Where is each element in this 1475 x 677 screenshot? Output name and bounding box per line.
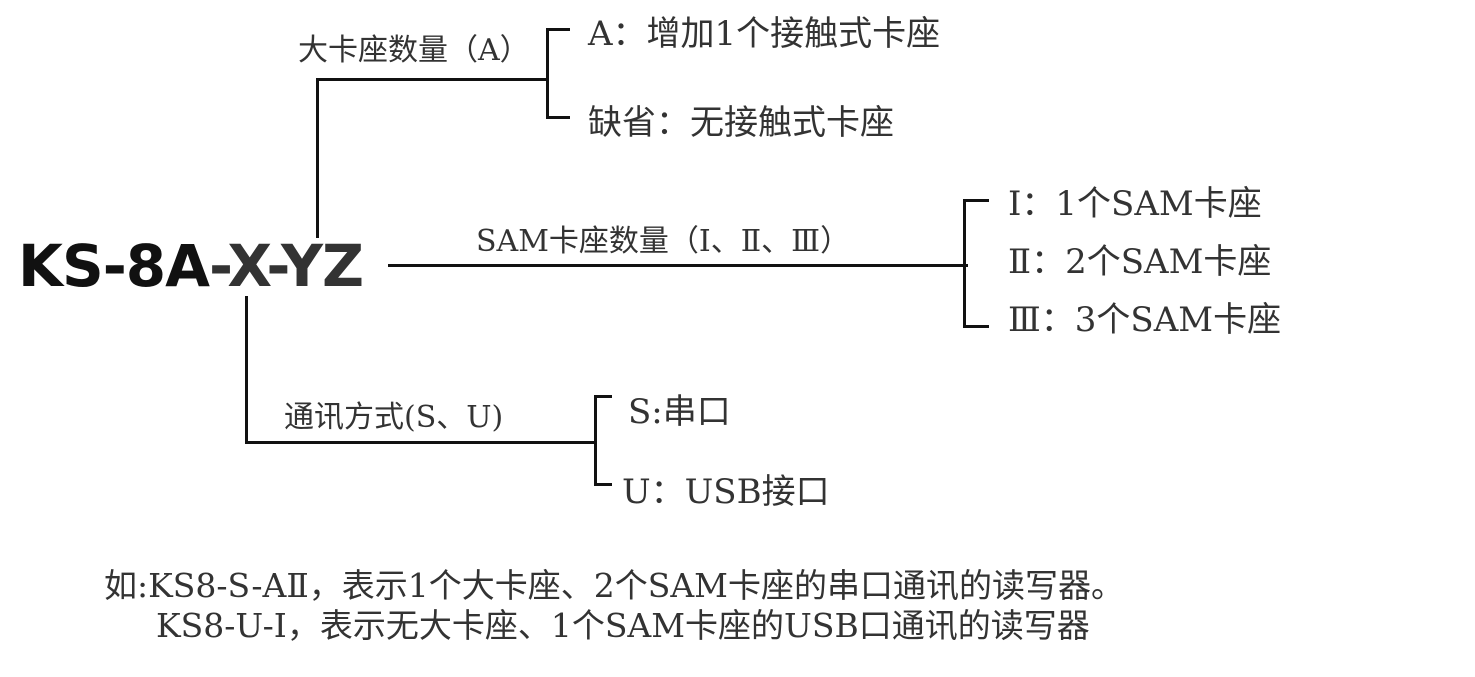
large-slot-label: 大卡座数量（A） xyxy=(298,33,530,68)
comm-option-serial: S:串口 xyxy=(628,392,731,432)
model-yz: YZ xyxy=(280,232,364,300)
model-dash-1: - xyxy=(209,232,228,300)
large-slot-option-a: A：增加1个接触式卡座 xyxy=(588,14,941,54)
large-slot-bracket-top xyxy=(546,28,570,31)
sam-slot-option-2: Ⅱ：2个SAM卡座 xyxy=(1008,242,1272,282)
comm-bracket-vertical xyxy=(594,395,597,486)
sam-slot-label: SAM卡座数量（Ⅰ、Ⅱ、Ⅲ） xyxy=(476,224,851,259)
sam-slot-bracket-bottom xyxy=(963,325,989,328)
sam-slot-option-1: Ⅰ：1个SAM卡座 xyxy=(1008,184,1262,224)
comm-bracket-bottom xyxy=(594,483,612,486)
model-prefix: KS-8A xyxy=(18,232,210,300)
comm-label: 通讯方式(S、U) xyxy=(284,400,504,435)
model-x: X xyxy=(227,232,267,300)
sam-slot-bracket-vertical xyxy=(963,199,966,328)
comm-horizontal-connector xyxy=(245,441,595,444)
example-note-2: KS8-U-Ⅰ，表示无大卡座、1个SAM卡座的USB口通讯的读写器 xyxy=(156,606,1090,645)
model-code: KS-8A-X-YZ xyxy=(18,228,364,304)
model-dash-2: - xyxy=(266,232,282,300)
comm-option-usb: U：USB接口 xyxy=(622,472,830,512)
comm-vertical-connector xyxy=(245,296,248,444)
large-slot-option-default: 缺省：无接触式卡座 xyxy=(588,103,894,143)
large-slot-horizontal-connector xyxy=(316,78,548,81)
sam-slot-option-3: Ⅲ：3个SAM卡座 xyxy=(1008,300,1282,340)
large-slot-vertical-connector xyxy=(316,78,319,238)
comm-bracket-top xyxy=(594,395,612,398)
large-slot-bracket-vertical xyxy=(546,28,549,119)
sam-slot-bracket-top xyxy=(963,199,989,202)
example-note-1: 如:KS8-S-AⅡ，表示1个大卡座、2个SAM卡座的串口通讯的读写器。 xyxy=(104,566,1124,605)
large-slot-bracket-bottom xyxy=(546,116,570,119)
sam-slot-horizontal-connector xyxy=(388,264,968,267)
